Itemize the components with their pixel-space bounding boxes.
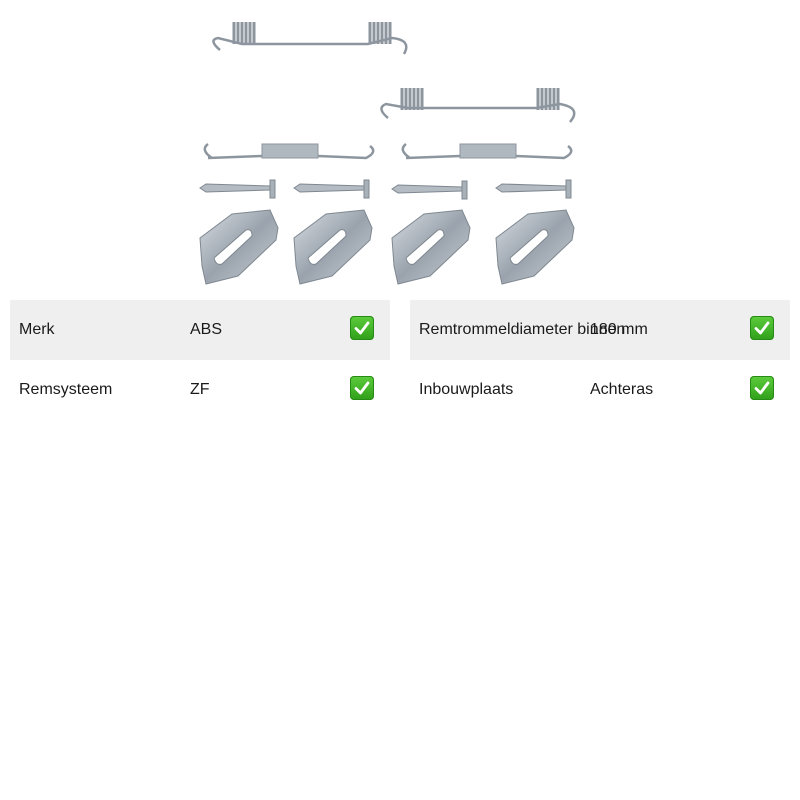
check-mark-icon [350, 316, 374, 340]
clip-1 [199, 209, 279, 285]
spec-label: Inbouwplaats [419, 381, 514, 398]
spec-label: Remtrommeldiameter binnen [419, 321, 626, 338]
spec-label: Remsysteem [19, 381, 113, 398]
short-spring-2 [401, 143, 573, 160]
clip-3 [391, 209, 471, 285]
spec-table-left: Merk ABS Remsysteem ZF [10, 300, 390, 420]
pin-1 [199, 179, 276, 199]
pin-3 [391, 180, 468, 200]
clip-2 [293, 209, 373, 285]
brake-kit-illustration [199, 20, 576, 285]
spec-row-remsysteem: Remsysteem ZF [10, 360, 390, 420]
spec-row-remtrommeldiameter: Remtrommeldiameter binnen 180 mm [410, 300, 790, 360]
clip-4 [495, 209, 575, 285]
spec-label: Merk [19, 321, 55, 338]
spec-value: ABS [190, 321, 223, 338]
check-mark-icon [350, 376, 374, 400]
check-mark-icon [750, 316, 774, 340]
pin-2 [293, 179, 370, 199]
long-spring-2 [380, 86, 576, 123]
spec-value: Achteras [590, 381, 654, 398]
spec-row-merk: Merk ABS [10, 300, 390, 360]
product-image [190, 0, 610, 292]
short-spring-1 [203, 143, 375, 160]
spec-table-right: Remtrommeldiameter binnen 180 mm Inbouwp… [410, 300, 790, 420]
long-spring-1 [212, 20, 408, 55]
spec-value: 180 mm [590, 321, 648, 338]
pin-4 [495, 179, 572, 199]
spec-row-inbouwplaats: Inbouwplaats Achteras [410, 360, 790, 420]
spec-value: ZF [190, 381, 210, 398]
check-mark-icon [750, 376, 774, 400]
